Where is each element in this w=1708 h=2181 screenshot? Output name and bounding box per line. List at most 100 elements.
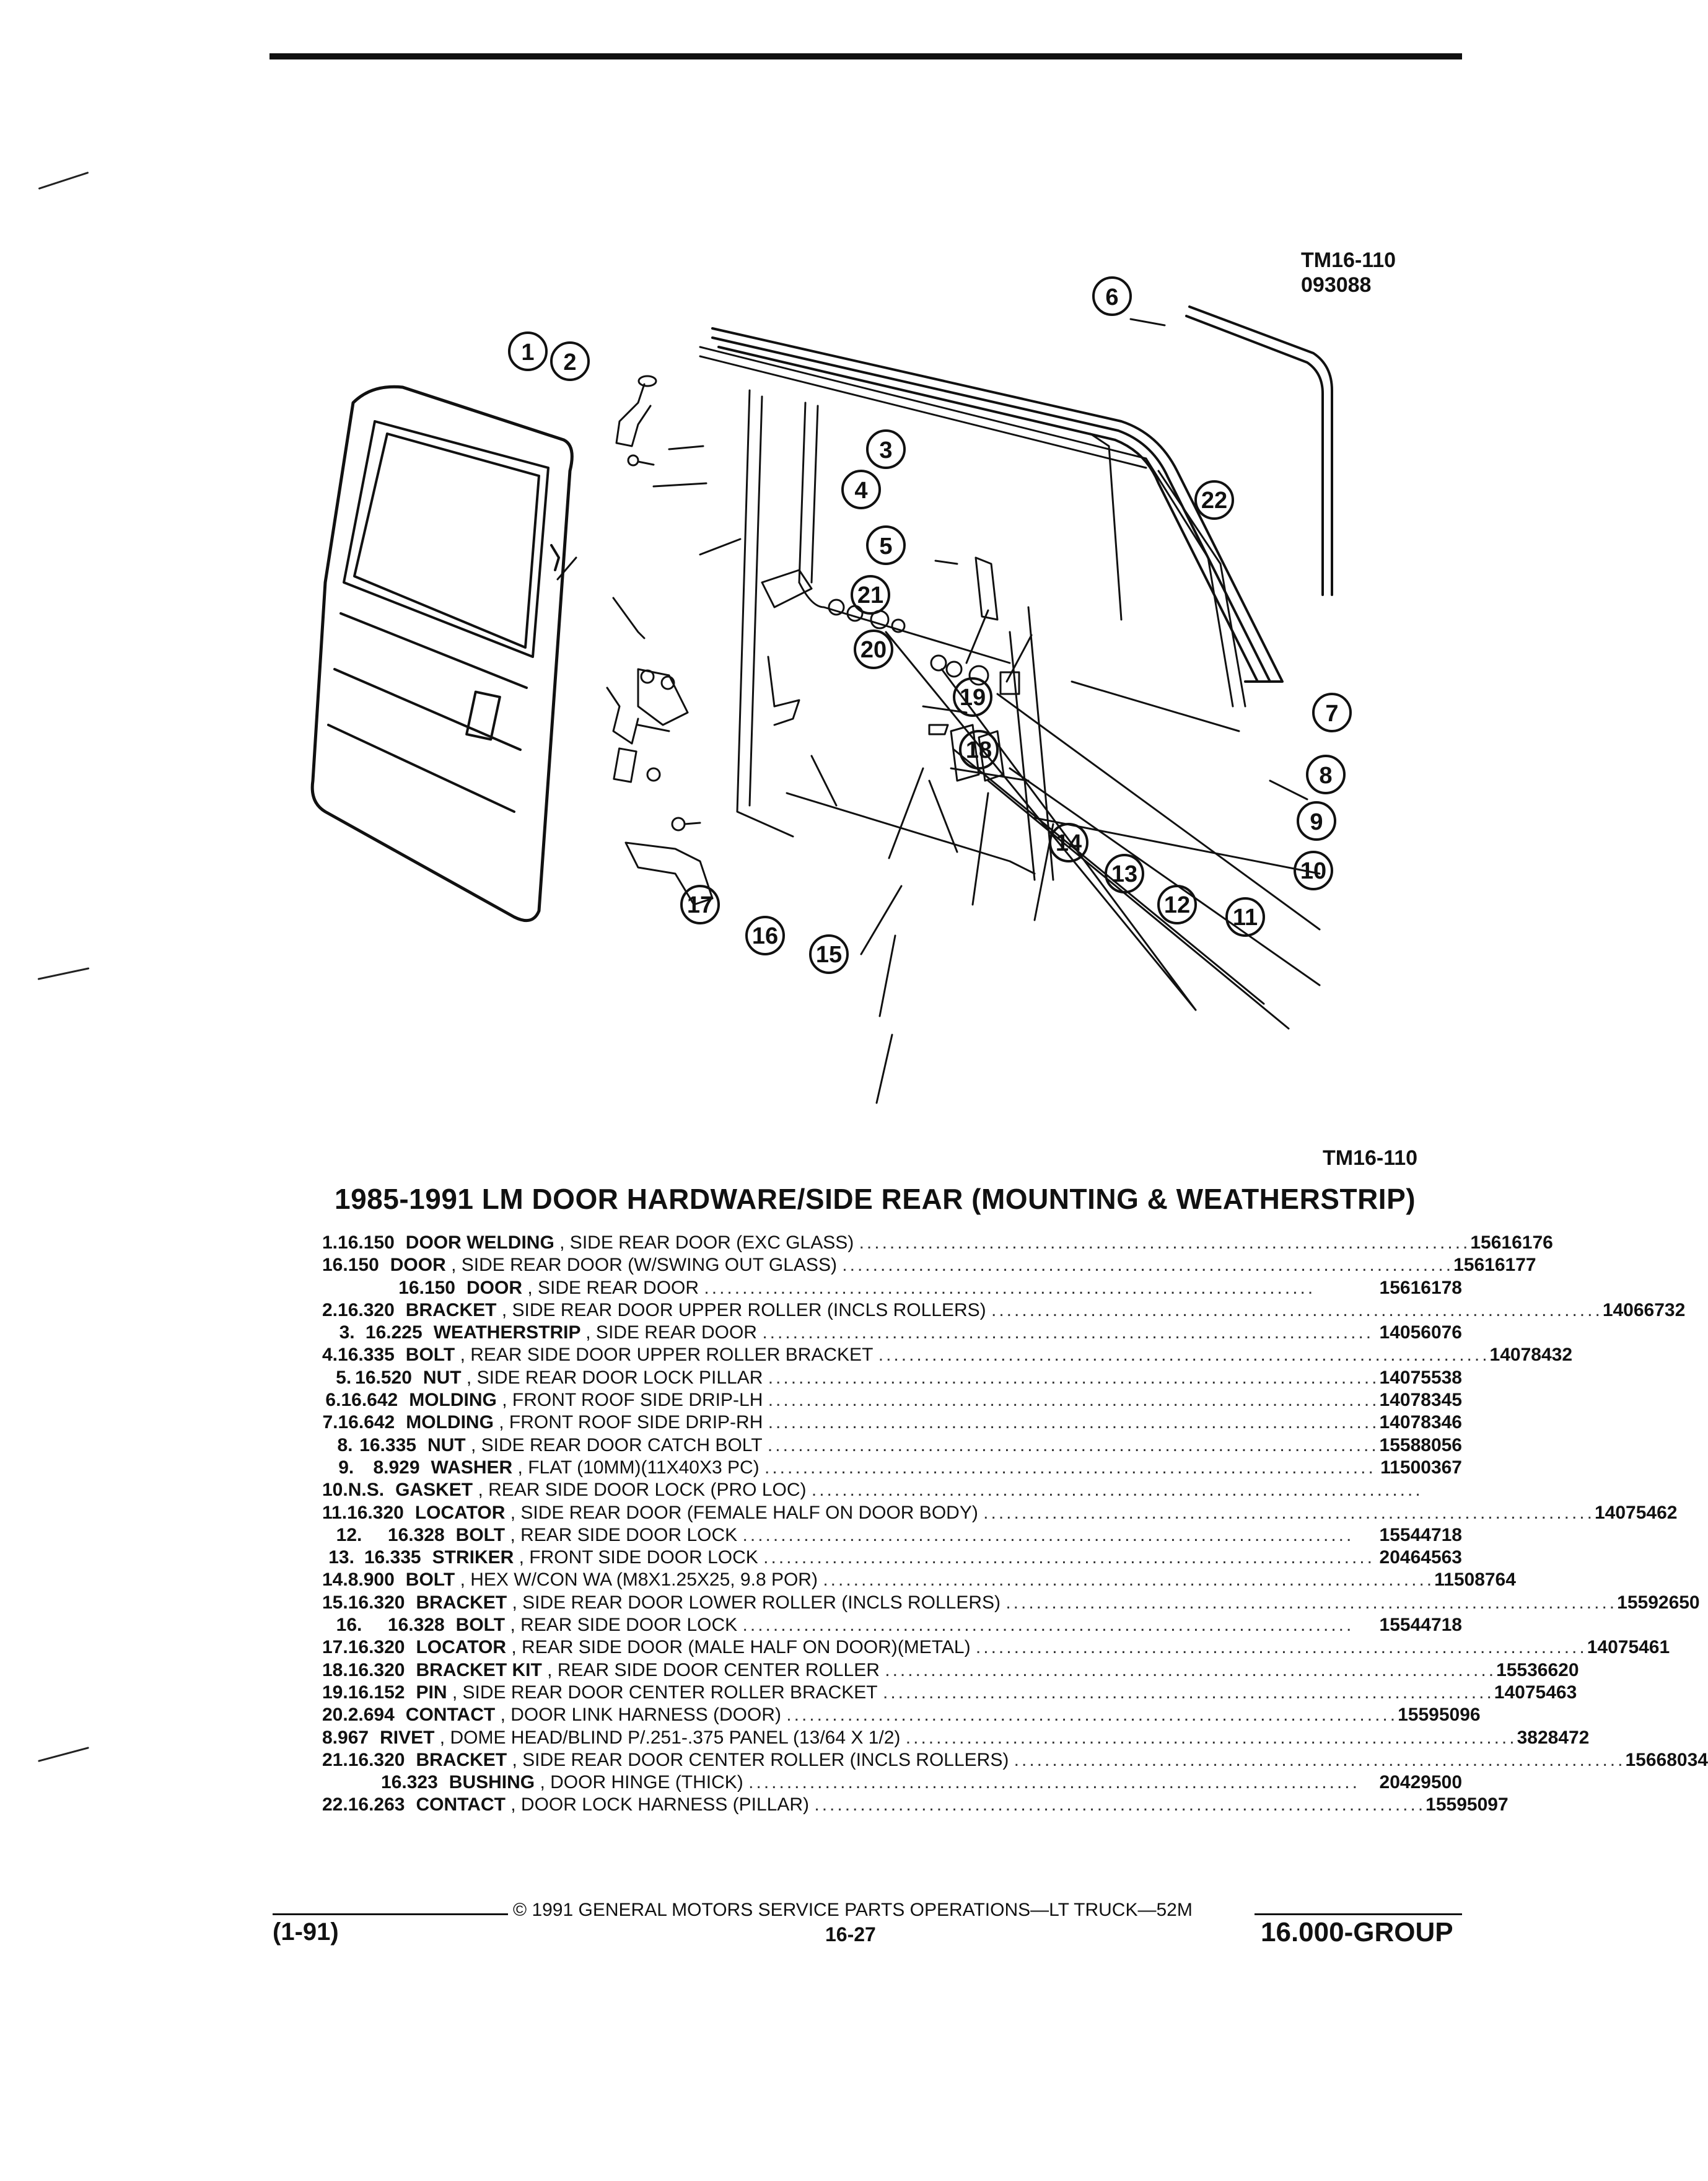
svg-text:13: 13 [1111,861,1137,887]
item-detail: , SIDE REAR DOOR CENTER ROLLER BRACKET [452,1682,878,1703]
item-description: DOOR , SIDE REAR DOOR (W/SWING OUT GLASS… [390,1254,1453,1276]
item-number: 19. [322,1682,348,1703]
svg-text:21: 21 [857,582,883,608]
item-name: BRACKET [416,1749,507,1770]
item-detail: , DOOR LINK HARNESS (DOOR) [500,1705,781,1726]
svg-text:7: 7 [1325,701,1338,727]
item-detail: , SIDE REAR DOOR [585,1322,757,1343]
item-detail: , REAR SIDE DOOR LOCK [510,1524,738,1545]
item-description: NUT , SIDE REAR DOOR LOCK PILLAR .......… [423,1367,1380,1389]
svg-text:8: 8 [1319,763,1332,789]
item-number: 4. [322,1345,338,1366]
callout-5: 5 [866,525,906,565]
item-name: BRACKET [405,1299,497,1320]
item-name: BOLT [455,1524,506,1545]
item-name: RIVET [380,1727,435,1748]
leader-dots: ........................................… [882,1682,1494,1703]
item-number: 2. [322,1299,338,1320]
svg-text:10: 10 [1300,858,1326,884]
svg-text:9: 9 [1310,809,1323,835]
item-detail: , DOOR HINGE (THICK) [540,1772,743,1793]
footer-group: 16.000-GROUP [1261,1917,1453,1947]
callout-19: 19 [953,677,992,717]
leader-dots: ........................................… [823,1569,1435,1591]
item-description: WASHER , FLAT (10MM)(11X40X3 PC) .......… [431,1457,1376,1479]
item-description: LOCATOR , REAR SIDE DOOR (MALE HALF ON D… [416,1636,1587,1659]
item-detail: , FRONT ROOF SIDE DRIP-LH [502,1390,763,1411]
svg-text:2: 2 [563,349,576,375]
callout-8: 8 [1306,755,1346,794]
part-number: 15544718 [1379,1615,1462,1636]
group-number: 16.320 [348,1592,405,1613]
item-number: 18. [322,1659,348,1680]
page-number: 16-27 [825,1923,876,1946]
group-number: 16.320 [348,1749,405,1770]
item-detail: , REAR SIDE DOOR CENTER ROLLER [547,1659,880,1680]
leader-dots: ........................................… [811,1480,1423,1501]
svg-text:5: 5 [879,533,892,560]
callout-13: 13 [1105,854,1144,893]
leader-dots: ........................................… [763,1547,1375,1568]
part-number: 15595097 [1426,1794,1509,1815]
callout-11: 11 [1225,897,1265,937]
part-number: 14078345 [1379,1390,1462,1411]
item-detail: , HEX W/CON WA (M8X1.25X25, 9.8 POR) [460,1569,818,1591]
item-description: BRACKET KIT , REAR SIDE DOOR CENTER ROLL… [416,1659,1496,1682]
part-number: 14066732 [1602,1299,1686,1320]
callouts: 1 2 3 4 5 6 7 8 9 10 11 12 13 14 15 16 1… [508,276,1352,974]
svg-text:22: 22 [1201,488,1227,514]
item-name: BOLT [405,1345,455,1366]
leader-dots: ........................................… [768,1367,1380,1388]
item-description: GASKET , REAR SIDE DOOR LOCK (PRO LOC) .… [395,1479,1423,1501]
item-name: LOCATOR [416,1637,507,1658]
callout-4: 4 [841,470,881,509]
callout-15: 15 [809,934,849,974]
item-name: NUT [427,1434,466,1455]
svg-text:20: 20 [861,637,887,663]
group-number: 16.335 [338,1345,395,1366]
part-number: 14075461 [1587,1637,1670,1658]
item-description: DOOR WELDING , SIDE REAR DOOR (EXC GLASS… [406,1232,1471,1254]
leader-lines [556,318,1321,1104]
leader-dots: ........................................… [742,1524,1354,1545]
callout-10: 10 [1294,851,1333,890]
item-name: CONTACT [405,1705,496,1726]
callout-7: 7 [1312,693,1352,732]
svg-text:17: 17 [687,892,713,918]
item-name: NUT [423,1367,462,1388]
item-number: 14. [322,1569,348,1591]
part-number: 14075463 [1494,1682,1577,1703]
body-opening [699,346,1246,881]
leader-dots: ........................................… [842,1255,1454,1276]
svg-text:19: 19 [960,685,986,711]
item-name: MOLDING [409,1390,497,1411]
margin-mark [37,967,90,980]
part-number: 11500367 [1380,1457,1462,1478]
leader-dots: ........................................… [885,1659,1497,1680]
svg-text:1: 1 [521,340,534,366]
item-number: 20. [322,1705,348,1726]
figure-id: TM16-110 [1301,248,1396,272]
margin-mark [38,1747,89,1762]
group-number: 8.929 [373,1457,420,1478]
callout-21: 21 [851,575,890,615]
item-detail: , FRONT SIDE DOOR LOCK [519,1547,758,1568]
svg-text:14: 14 [1056,830,1082,856]
top-rule [269,53,1462,59]
item-description: DOOR , SIDE REAR DOOR ..................… [466,1277,1344,1299]
item-number: 15. [322,1592,348,1613]
callout-9: 9 [1297,801,1336,841]
item-number: 6. [325,1390,341,1411]
group-number: 16.320 [347,1502,404,1523]
margin-mark [38,171,89,190]
